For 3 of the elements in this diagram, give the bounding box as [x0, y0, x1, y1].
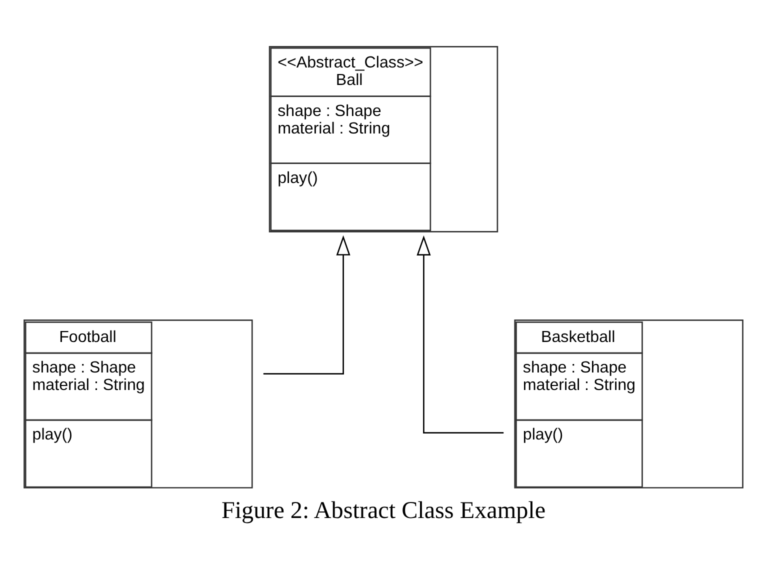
arrow [263, 234, 350, 374]
arrow [416, 234, 504, 433]
caption: Figure 2: Abstract Class Example [221, 497, 546, 524]
